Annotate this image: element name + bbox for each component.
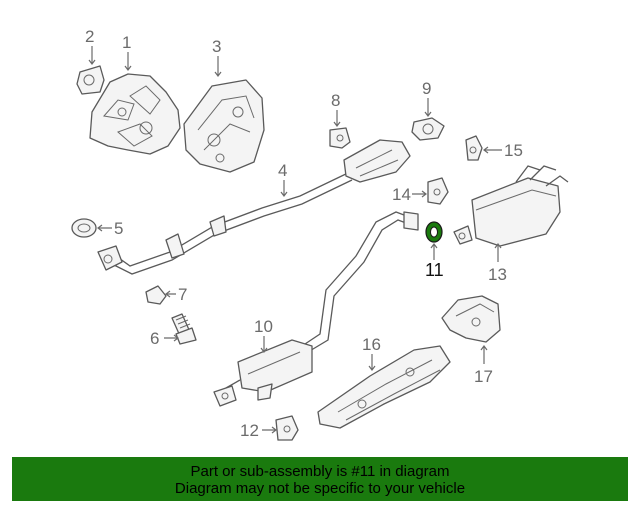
part-7-bushing xyxy=(145,285,167,305)
banner-line-disclaimer: Diagram may not be specific to your vehi… xyxy=(174,480,466,497)
part-6-bolt xyxy=(171,313,197,345)
callout-16: 16 xyxy=(362,335,381,354)
callout-12: 12 xyxy=(240,421,259,440)
part-11-gasket-highlighted xyxy=(425,221,443,243)
callout-14: 14 xyxy=(392,185,411,204)
callout-11: 11 xyxy=(425,260,444,280)
part-13-muffler xyxy=(453,165,569,247)
callout-6: 6 xyxy=(150,329,159,348)
callout-leaders xyxy=(88,46,502,434)
callout-1: 1 xyxy=(122,33,131,52)
part-9-gasket xyxy=(411,117,445,141)
part-4-front-pipe-catalytic-converter xyxy=(97,139,411,275)
part-2-manifold-gasket xyxy=(76,65,105,95)
part-1-exhaust-manifold xyxy=(89,73,181,155)
callout-13: 13 xyxy=(488,265,507,284)
part-10-center-pipe-resonator xyxy=(213,211,419,407)
part-17-heat-shield xyxy=(441,295,501,343)
callout-7: 7 xyxy=(178,285,187,304)
fitment-notice-banner: Part or sub-assembly is #11 in diagram D… xyxy=(12,457,628,501)
callout-4: 4 xyxy=(278,161,287,180)
callout-10: 10 xyxy=(254,317,273,336)
callout-17: 17 xyxy=(474,367,493,386)
part-16-heat-shield xyxy=(317,345,451,429)
callout-9: 9 xyxy=(422,79,431,98)
part-15-hanger xyxy=(465,135,483,161)
part-5-gasket-ring xyxy=(71,218,97,238)
exhaust-parts-diagram: 2 1 3 8 9 15 4 5 14 11 13 7 6 10 16 17 1… xyxy=(71,27,569,441)
callout-8: 8 xyxy=(331,91,340,110)
callout-2: 2 xyxy=(85,27,94,46)
callout-3: 3 xyxy=(212,37,221,56)
banner-line-part-number: Part or sub-assembly is #11 in diagram xyxy=(190,463,450,480)
callout-15: 15 xyxy=(504,141,523,160)
callout-5: 5 xyxy=(114,219,123,238)
part-14-hanger xyxy=(427,177,449,205)
part-3-heat-shield xyxy=(183,79,265,173)
part-12-hanger xyxy=(275,415,299,441)
callout-labels: 2 1 3 8 9 15 4 5 14 11 13 7 6 10 16 17 1… xyxy=(85,27,523,440)
part-8-hanger xyxy=(329,127,351,149)
